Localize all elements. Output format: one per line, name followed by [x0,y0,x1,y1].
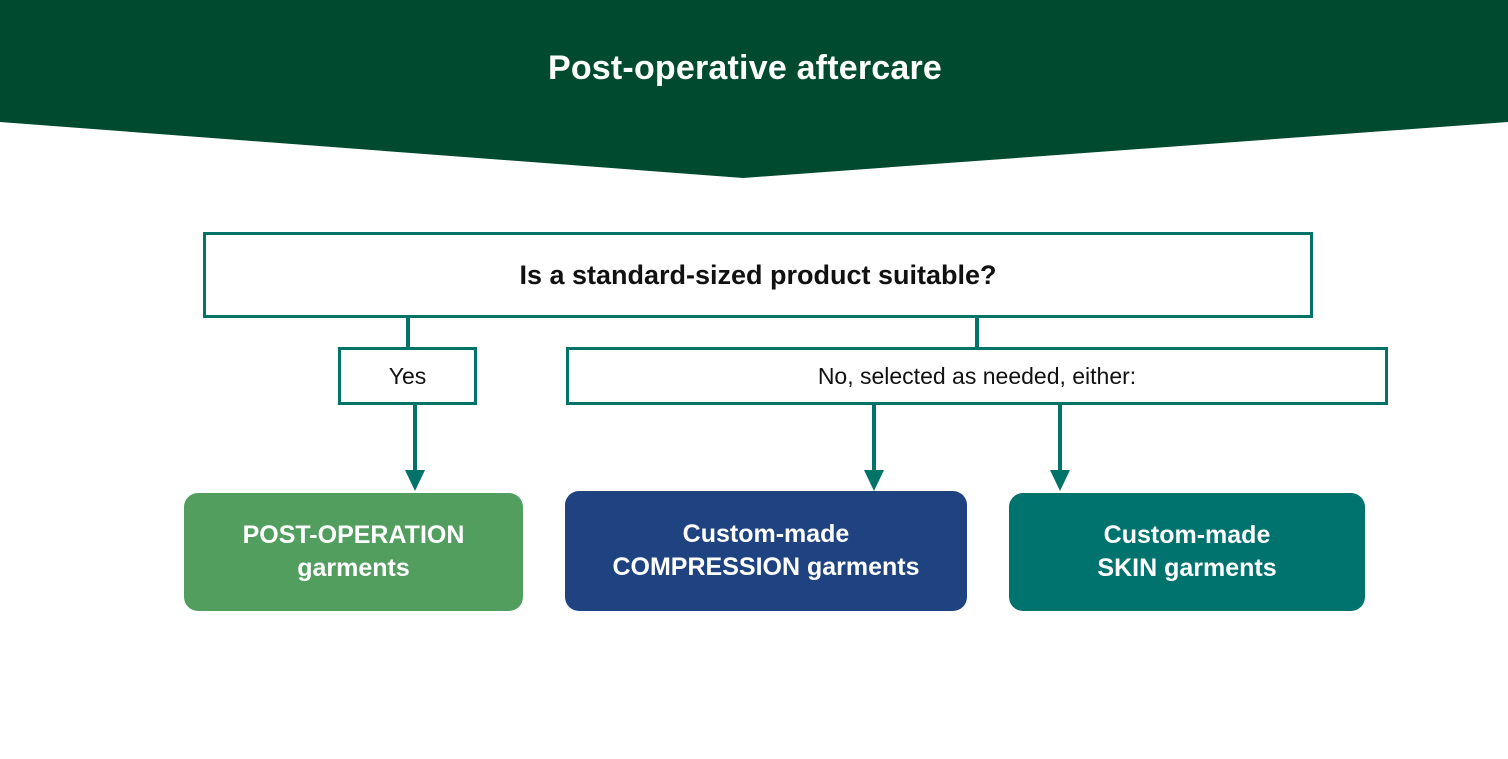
result-box-compression-line2: COMPRESSION garments [612,553,920,581]
arrowhead-skin-icon [1050,470,1070,491]
header-banner: Post-operative aftercare [0,0,1508,180]
result-box-skin-label: Custom-made SKIN garments [1087,519,1286,585]
result-box-skin-line2: SKIN garments [1097,554,1277,582]
header-chevron-shape [0,0,1508,178]
arrowhead-compression-icon [864,470,884,491]
page-title: Post-operative aftercare [547,49,943,87]
result-box-compression[interactable]: Custom-made COMPRESSION garments [565,491,967,611]
branch-box-no-label: No, selected as needed, either: [817,362,1137,389]
branch-box-yes-label: Yes [388,362,427,389]
result-box-post-operation-line2: garments [297,554,410,582]
result-box-skin[interactable]: Custom-made SKIN garments [1009,493,1365,611]
result-box-skin-line1: Custom-made [1103,521,1271,549]
result-box-post-operation[interactable]: POST-OPERATION garments [184,493,523,611]
arrowhead-post-operation-icon [405,470,425,491]
decision-box[interactable]: Is a standard-sized product suitable? [203,232,1313,318]
result-box-compression-label: Custom-made COMPRESSION garments [602,518,929,584]
branch-box-no[interactable]: No, selected as needed, either: [566,347,1388,405]
result-box-compression-line1: Custom-made [682,520,850,548]
result-box-post-operation-label: POST-OPERATION garments [233,519,475,585]
result-box-post-operation-line1: POST-OPERATION [242,521,465,549]
decision-box-label: Is a standard-sized product suitable? [519,260,997,290]
branch-box-yes[interactable]: Yes [338,347,477,405]
